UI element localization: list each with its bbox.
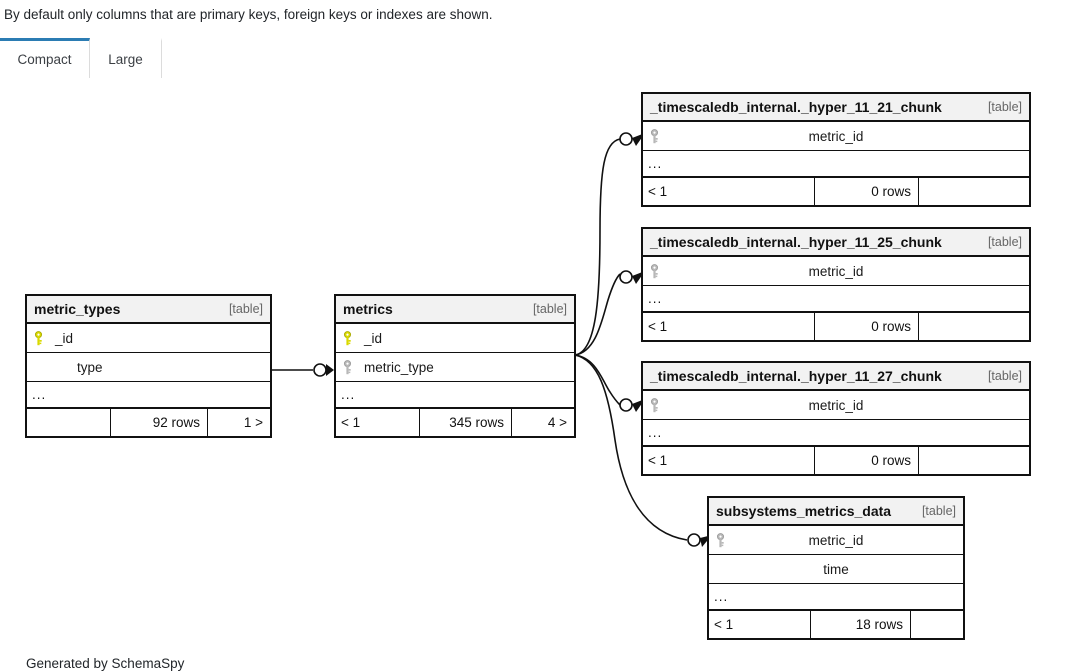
primary-key-icon: [27, 330, 49, 346]
entity-hyper_11_27_chunk[interactable]: _timescaledb_internal._hyper_11_27_chunk…: [641, 361, 1031, 476]
entity-footer: < 1 0 rows: [643, 313, 1029, 340]
entity-title: metrics: [343, 300, 393, 317]
column-row[interactable]: _id: [27, 324, 270, 353]
entity-header: _timescaledb_internal._hyper_11_25_chunk…: [643, 229, 1029, 257]
entity-subsystems_metrics_data[interactable]: subsystems_metrics_data [table] metric_i…: [707, 496, 965, 640]
footer-rowcount: 0 rows: [815, 313, 919, 340]
foreign-key-icon: [643, 397, 665, 413]
column-name: metric_type: [364, 359, 434, 375]
footer-parents: < 1: [643, 313, 815, 340]
entity-footer: < 1 0 rows: [643, 447, 1029, 474]
arrowhead-metrics: [326, 364, 334, 376]
foreign-key-icon: [709, 532, 731, 548]
column-row[interactable]: metric_id: [643, 257, 1029, 286]
column-row[interactable]: type: [27, 353, 270, 382]
generated-by-label: Generated by SchemaSpy: [26, 656, 185, 671]
entity-kind: [table]: [987, 368, 1022, 383]
entity-title: _timescaledb_internal._hyper_11_27_chunk: [650, 367, 942, 384]
footer-parents: [27, 409, 111, 436]
tab-large[interactable]: Large: [90, 38, 162, 78]
column-row[interactable]: _id: [336, 324, 574, 353]
edge-metrics-hyper_11_21_chunk: [574, 138, 621, 356]
footer-rowcount: 345 rows: [420, 409, 512, 436]
column-name: _id: [55, 330, 74, 346]
footer-children: [919, 447, 1029, 474]
cardinality-circle-subsystems: [687, 533, 701, 547]
footer-parents: < 1: [336, 409, 420, 436]
column-name: metric_id: [808, 397, 864, 413]
tab-large-label: Large: [108, 52, 143, 67]
column-name: metric_id: [808, 128, 864, 144]
cardinality-circle-hyper21: [619, 132, 633, 146]
more-columns-indicator: ...: [643, 420, 1029, 447]
column-name: time: [823, 561, 849, 577]
entity-kind: [table]: [987, 99, 1022, 114]
column-row[interactable]: metric_type: [336, 353, 574, 382]
footer-rowcount: 0 rows: [815, 447, 919, 474]
edge-metrics-hyper_11_27_chunk: [574, 354, 621, 406]
more-columns-indicator: ...: [336, 382, 574, 409]
primary-key-icon: [336, 330, 358, 346]
entity-footer: 92 rows 1 >: [27, 409, 270, 436]
edge-metrics-hyper_11_25_chunk: [574, 273, 621, 356]
cardinality-circle-hyper27: [619, 398, 633, 412]
entity-footer: < 1 345 rows 4 >: [336, 409, 574, 436]
more-columns-indicator: ...: [27, 382, 270, 409]
footer-parents: < 1: [709, 611, 811, 638]
entity-header: _timescaledb_internal._hyper_11_27_chunk…: [643, 363, 1029, 391]
footer-children: [919, 313, 1029, 340]
entity-header: metric_types [table]: [27, 296, 270, 324]
entity-metric_types[interactable]: metric_types [table] _id type ... 92 row…: [25, 294, 272, 438]
entity-footer: < 1 0 rows: [643, 178, 1029, 205]
entity-title: subsystems_metrics_data: [716, 502, 892, 519]
column-name: metric_id: [808, 532, 864, 548]
cardinality-circle-hyper25: [619, 270, 633, 284]
entity-header: subsystems_metrics_data [table]: [709, 498, 963, 526]
entity-kind: [table]: [532, 301, 567, 316]
column-name: type: [77, 359, 103, 375]
footer-parents: < 1: [643, 447, 815, 474]
footer-children: 4 >: [547, 415, 567, 430]
entity-title: _timescaledb_internal._hyper_11_21_chunk: [650, 98, 942, 115]
more-columns-indicator: ...: [709, 584, 963, 611]
footer-children: [919, 178, 1029, 205]
column-row[interactable]: metric_id: [709, 526, 963, 555]
footer-parents: < 1: [643, 178, 815, 205]
footer-rowcount: 0 rows: [815, 178, 919, 205]
tab-compact-label: Compact: [17, 52, 72, 67]
footer-rowcount: 18 rows: [811, 611, 911, 638]
entity-title: _timescaledb_internal._hyper_11_25_chunk: [650, 233, 942, 250]
entity-hyper_11_25_chunk[interactable]: _timescaledb_internal._hyper_11_25_chunk…: [641, 227, 1031, 342]
column-name: metric_id: [808, 263, 864, 279]
footer-children: [911, 611, 963, 638]
entity-hyper_11_21_chunk[interactable]: _timescaledb_internal._hyper_11_21_chunk…: [641, 92, 1031, 207]
column-row[interactable]: metric_id: [643, 391, 1029, 420]
page-note: By default only columns that are primary…: [4, 7, 493, 22]
entity-header: metrics [table]: [336, 296, 574, 324]
column-name: _id: [364, 330, 383, 346]
view-mode-tabs: Compact Large: [0, 38, 162, 78]
column-row[interactable]: metric_id: [643, 122, 1029, 151]
column-row[interactable]: time: [709, 555, 963, 584]
cardinality-circle-metrics: [313, 363, 327, 377]
foreign-key-icon: [336, 359, 358, 375]
foreign-key-icon: [643, 128, 665, 144]
footer-rowcount: 92 rows: [111, 409, 208, 436]
foreign-key-icon: [643, 263, 665, 279]
entity-header: _timescaledb_internal._hyper_11_21_chunk…: [643, 94, 1029, 122]
entity-kind: [table]: [987, 234, 1022, 249]
footer-children: 1 >: [243, 415, 263, 430]
entity-kind: [table]: [921, 503, 956, 518]
entity-title: metric_types: [34, 300, 121, 317]
entity-kind: [table]: [228, 301, 263, 316]
more-columns-indicator: ...: [643, 151, 1029, 178]
entity-footer: < 1 18 rows: [709, 611, 963, 638]
tab-compact[interactable]: Compact: [0, 38, 90, 78]
entity-metrics[interactable]: metrics [table] _id: [334, 294, 576, 438]
more-columns-indicator: ...: [643, 286, 1029, 313]
